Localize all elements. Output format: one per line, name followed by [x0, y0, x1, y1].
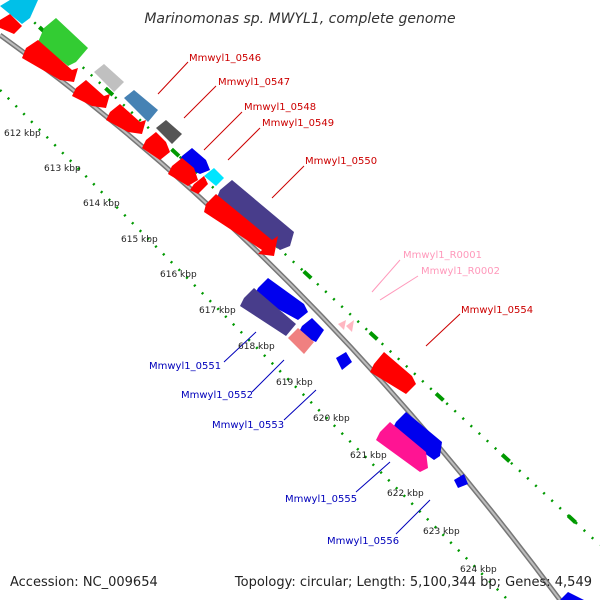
- map-title: Marinomonas sp. MWYL1, complete genome: [144, 11, 455, 27]
- gene-feature-blue[interactable]: [454, 474, 468, 488]
- gene-feature-cyan[interactable]: [204, 168, 224, 186]
- leader-line: [223, 331, 257, 363]
- gene-feature-steelblue[interactable]: [124, 90, 158, 122]
- leader-line: [395, 499, 431, 535]
- scale-labels: 612 kbp 613 kbp 614 kbp 615 kbp 616 kbp …: [4, 129, 497, 575]
- scale-tick-label: 620 kbp: [313, 414, 350, 424]
- gene-feature-cyan[interactable]: [0, 0, 38, 24]
- scale-tick-label: 619 kbp: [276, 378, 313, 388]
- gene-feature-magenta[interactable]: [376, 422, 428, 472]
- leader-line: [379, 275, 419, 301]
- gene-feature-slateblue[interactable]: [240, 288, 296, 336]
- leader-line: [251, 359, 285, 393]
- rna-feature-pink[interactable]: [346, 320, 354, 332]
- scale-tick-label: 622 kbp: [387, 489, 424, 499]
- gene-label[interactable]: Mmwyl1_0550: [305, 156, 377, 167]
- gene-feature-blue[interactable]: [560, 592, 584, 600]
- scale-tick-label: 612 kbp: [4, 129, 41, 139]
- gene-label[interactable]: Mmwyl1_R0001: [403, 250, 482, 261]
- scale-tick-label: 616 kbp: [160, 270, 197, 280]
- gene-feature-blue[interactable]: [254, 278, 308, 320]
- gene-features: [0, 0, 584, 600]
- leader-line: [355, 461, 391, 493]
- gene-label[interactable]: Mmwyl1_0551: [149, 361, 221, 372]
- leader-line: [227, 127, 261, 161]
- scale-tick-label: 618 kbp: [238, 342, 275, 352]
- gene-feature-blue[interactable]: [336, 352, 352, 370]
- gene-labels: Mmwyl1_0546 Mmwyl1_0547 Mmwyl1_0548 Mmwy…: [149, 53, 533, 547]
- leader-line: [183, 85, 217, 119]
- gene-feature-red[interactable]: [142, 132, 170, 160]
- gene-feature-red[interactable]: [204, 194, 278, 256]
- gene-feature-slateblue[interactable]: [216, 180, 294, 250]
- outer-major-ticks: [8, 0, 600, 547]
- gene-label[interactable]: Mmwyl1_0546: [189, 53, 261, 64]
- gene-feature-lightgray[interactable]: [94, 64, 124, 92]
- gene-label[interactable]: Mmwyl1_0552: [181, 390, 253, 401]
- gene-feature-blue[interactable]: [392, 412, 442, 460]
- gene-feature-red[interactable]: [22, 40, 78, 82]
- gene-feature-red[interactable]: [168, 158, 198, 186]
- gene-label[interactable]: Mmwyl1_0547: [218, 77, 290, 88]
- scale-tick-label: 624 kbp: [460, 565, 497, 575]
- gene-feature-darkgray[interactable]: [156, 120, 182, 144]
- gene-feature-salmon[interactable]: [288, 328, 314, 354]
- leader-line: [203, 111, 243, 151]
- scale-tick-label: 623 kbp: [423, 527, 460, 537]
- scale-tick-label: 613 kbp: [44, 164, 81, 174]
- gene-feature-red[interactable]: [106, 104, 146, 134]
- gene-label[interactable]: Mmwyl1_0553: [212, 420, 284, 431]
- scale-tick-label: 621 kbp: [350, 451, 387, 461]
- rna-feature-pink[interactable]: [338, 320, 346, 330]
- gene-feature-red[interactable]: [370, 352, 416, 394]
- gene-feature-green[interactable]: [38, 18, 88, 66]
- gene-feature-red[interactable]: [0, 14, 22, 34]
- leader-line: [425, 313, 461, 347]
- leader-line: [271, 165, 305, 199]
- scale-tick-label: 617 kbp: [199, 306, 236, 316]
- gene-label[interactable]: Mmwyl1_0555: [285, 494, 357, 505]
- topology-text: Topology: circular; Length: 5,100,344 bp…: [234, 575, 592, 590]
- gene-feature-red[interactable]: [190, 176, 208, 194]
- label-leaders: [157, 61, 461, 535]
- gene-label[interactable]: Mmwyl1_0554: [461, 305, 533, 316]
- gene-label[interactable]: Mmwyl1_0549: [262, 118, 334, 129]
- leader-line: [371, 259, 401, 293]
- leader-line: [157, 61, 189, 95]
- gene-label[interactable]: Mmwyl1_0548: [244, 102, 316, 113]
- accession-text: Accession: NC_009654: [10, 575, 158, 590]
- leader-line: [283, 389, 317, 421]
- gene-feature-red[interactable]: [72, 80, 110, 108]
- gene-label[interactable]: Mmwyl1_R0002: [421, 266, 500, 277]
- scale-tick-label: 614 kbp: [83, 199, 120, 209]
- gene-label[interactable]: Mmwyl1_0556: [327, 536, 399, 547]
- scale-tick-label: 615 kbp: [121, 235, 158, 245]
